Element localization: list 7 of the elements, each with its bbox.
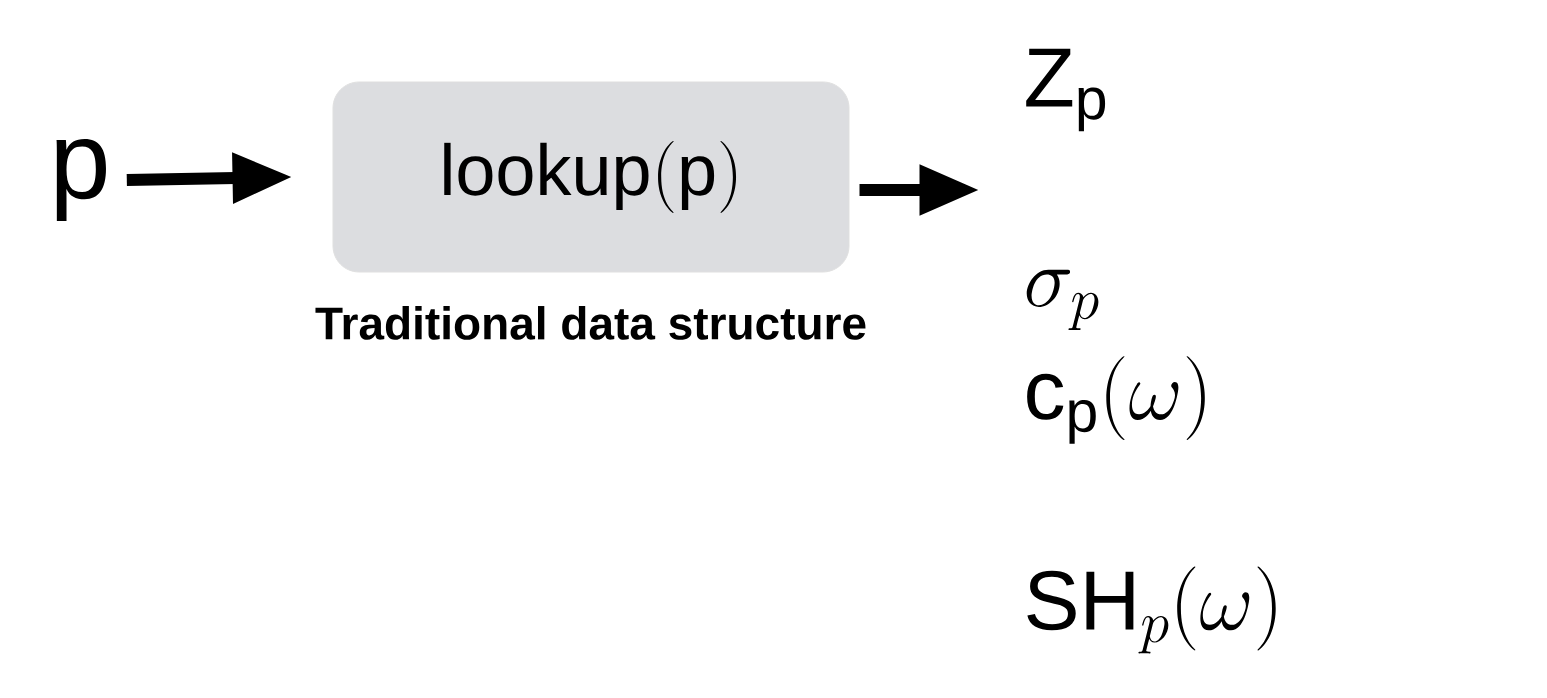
output-formula: $\mathrm{Z_p}$ <box>1026 48 1106 132</box>
output-formula: $\mathrm{c_p}(\omega)$ <box>1027 356 1205 444</box>
output-formula: $\sigma_p$ <box>1026 269 1099 331</box>
process-box: $\mathrm{lookup(p)}$ <box>332 81 850 273</box>
variable-text: $\mathrm{p}$ <box>56 139 106 221</box>
caption-text: Traditional data structure <box>315 306 866 340</box>
output-formula: $\mathrm{SH}_p(\omega)$ <box>1027 566 1276 654</box>
